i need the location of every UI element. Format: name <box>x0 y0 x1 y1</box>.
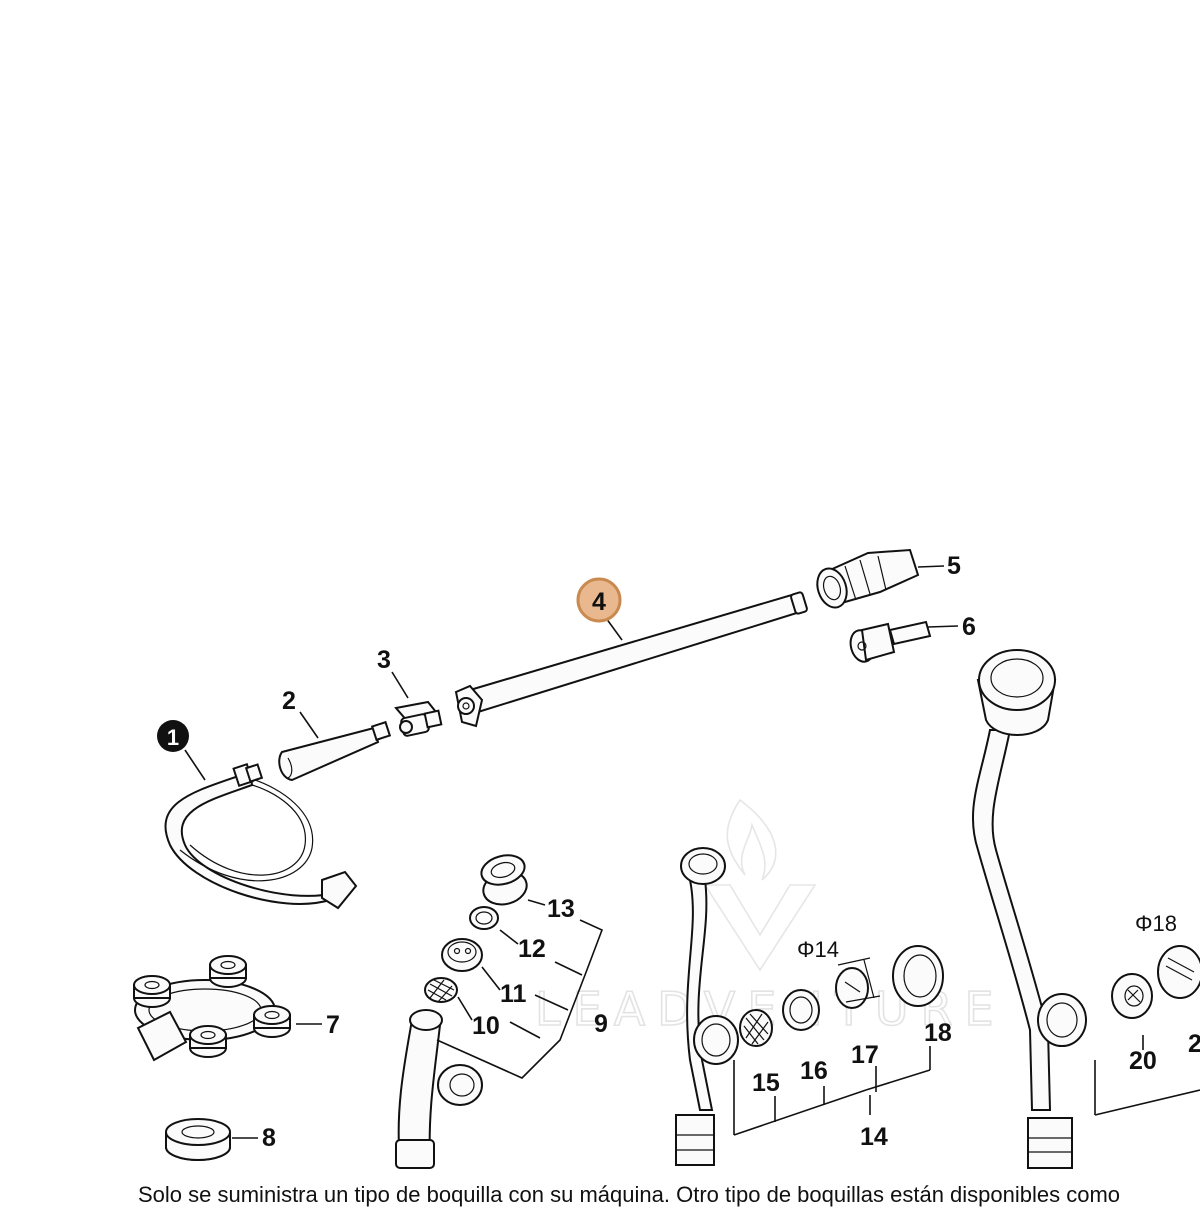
part-20-filter[interactable] <box>1111 973 1153 1019</box>
callout-4-highlighted[interactable]: 4 <box>576 577 622 623</box>
watermark-logo <box>703 798 817 972</box>
part-16-ring[interactable] <box>782 989 820 1031</box>
part-1-hose[interactable] <box>164 763 358 910</box>
part-2-handle[interactable] <box>278 720 392 782</box>
callout-2[interactable]: 2 <box>282 687 296 715</box>
callout-6[interactable]: 6 <box>962 613 976 641</box>
callout-18[interactable]: 18 <box>924 1019 952 1047</box>
callout-15[interactable]: 15 <box>752 1069 780 1097</box>
part-7-ring-nozzle[interactable] <box>133 955 291 1062</box>
part-4-lance[interactable] <box>454 591 808 728</box>
callout-17[interactable]: 17 <box>851 1041 879 1069</box>
callout-14[interactable]: 14 <box>860 1123 888 1151</box>
part-14-nozzle-assembly[interactable] <box>675 847 739 1166</box>
callout-1-label: 1 <box>167 725 179 750</box>
callout-10[interactable]: 10 <box>472 1012 500 1040</box>
callout-5[interactable]: 5 <box>947 552 961 580</box>
callout-3[interactable]: 3 <box>377 646 391 674</box>
callout-12[interactable]: 12 <box>518 935 546 963</box>
nozzle-body-c[interactable] <box>971 649 1087 1169</box>
part-8-washer[interactable] <box>165 1118 231 1161</box>
nozzle-body-a[interactable] <box>395 1009 483 1169</box>
part-15-filter[interactable] <box>739 1009 773 1047</box>
callout-9[interactable]: 9 <box>594 1010 608 1038</box>
part-10-filter[interactable] <box>424 977 458 1003</box>
dimension-phi18: Φ18 <box>1135 911 1177 936</box>
callout-20[interactable]: 20 <box>1129 1047 1157 1075</box>
dimension-phi14: Φ14 <box>797 937 839 962</box>
part-21-tip[interactable] <box>1157 945 1200 999</box>
part-12-seal[interactable] <box>469 906 499 930</box>
part-17-tip[interactable] <box>835 967 869 1009</box>
callout-4-label: 4 <box>592 588 606 616</box>
footnote-text: Solo se suministra un tipo de boquilla c… <box>138 1182 1121 1207</box>
callout-7[interactable]: 7 <box>326 1011 340 1039</box>
callout-16[interactable]: 16 <box>800 1057 828 1085</box>
leader-lines <box>184 565 1200 1139</box>
part-5-nozzle[interactable] <box>813 548 920 611</box>
part-6-adapter[interactable] <box>847 620 932 664</box>
callout-21-partial[interactable]: 2 <box>1188 1030 1200 1058</box>
part-11-disc[interactable] <box>441 938 483 972</box>
callout-13[interactable]: 13 <box>547 895 575 923</box>
callout-1[interactable]: 1 <box>157 720 189 752</box>
callout-8[interactable]: 8 <box>262 1124 276 1152</box>
part-18-cap[interactable] <box>892 945 944 1007</box>
part-13-cap[interactable] <box>478 851 530 909</box>
part-3-valve[interactable] <box>394 700 443 737</box>
callout-11[interactable]: 11 <box>500 980 527 1008</box>
